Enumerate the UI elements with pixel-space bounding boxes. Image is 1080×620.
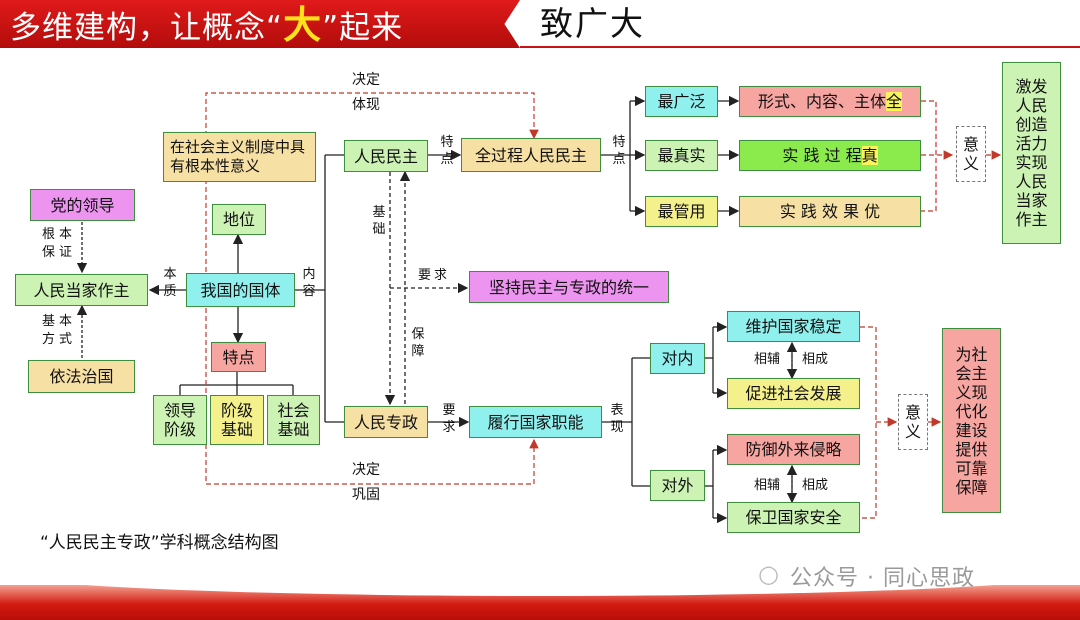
label-complement-b-right: 相成 — [802, 478, 829, 493]
node-significance-a: 意义 — [956, 126, 986, 182]
node-uphold-unity: 坚持民主与专政的统一 — [469, 271, 669, 303]
diagram-caption: “人民民主专政”学科概念结构图 — [40, 533, 279, 553]
watermark: 公众号 · 同心思政 — [790, 566, 975, 591]
label-feature-b: 特点 — [612, 135, 626, 167]
node-party-leadership: 党的领导 — [30, 189, 135, 221]
node-state-system: 我国的国体 — [186, 273, 295, 307]
label-fundamental-guarantee: 根本保证 — [42, 227, 77, 260]
label-complement-a-left: 相辅 — [754, 352, 781, 367]
label-complement-a-right: 相成 — [802, 352, 829, 367]
label-basis: 基础 — [372, 205, 386, 237]
node-significance-text-b: 为社会主义现代化建设提供可靠保障 — [942, 328, 1001, 513]
label-feature-a: 特点 — [440, 135, 454, 167]
label-decide-bottom: 决定 — [352, 462, 380, 478]
header-subtitle: 致广大 — [540, 4, 645, 43]
label-basic-method: 基本方式 — [42, 314, 77, 347]
node-defend-invasion: 防御外来侵略 — [727, 434, 860, 465]
node-people-masters: 人民当家作主 — [15, 274, 148, 306]
node-status: 地位 — [212, 204, 266, 235]
node-promote-development: 促进社会发展 — [727, 378, 860, 409]
node-social-basis: 社会基础 — [267, 395, 320, 445]
header-rule — [520, 46, 1080, 48]
node-features: 特点 — [211, 342, 266, 372]
node-significance-text-a: 激发人民创造活力实现人民当家作主 — [1002, 62, 1061, 244]
highlight-real: 真 — [861, 146, 878, 165]
label-complement-b-left: 相辅 — [754, 478, 781, 493]
label-guarantee: 保障 — [411, 327, 425, 359]
node-internal: 对内 — [650, 343, 705, 374]
label-manifest: 表现 — [610, 403, 624, 435]
node-form-content: 形式、内容、主体全 — [739, 86, 921, 117]
node-external: 对外 — [650, 470, 705, 501]
label-embody: 体现 — [352, 97, 380, 113]
node-significance-b: 意义 — [898, 394, 928, 450]
label-require-b: 要求 — [442, 403, 456, 435]
node-safeguard-security: 保卫国家安全 — [727, 502, 860, 533]
node-whole-process: 全过程人民民主 — [461, 138, 601, 172]
node-class-basis: 阶级基础 — [210, 395, 264, 445]
label-content: 内容 — [302, 267, 316, 299]
node-leading-class: 领导阶级 — [153, 395, 207, 445]
node-broadest: 最广泛 — [645, 86, 718, 117]
label-require-a: 要求 — [418, 268, 451, 283]
header-banner — [0, 0, 520, 48]
node-perform-functions: 履行国家职能 — [469, 406, 602, 438]
header-title: 多维建构，让概念“大”起来 — [10, 3, 404, 47]
header-title-highlight: 大 — [283, 3, 323, 47]
node-people-dictatorship: 人民专政 — [344, 406, 428, 438]
node-people-democracy: 人民民主 — [344, 140, 428, 172]
label-essence: 本质 — [163, 267, 177, 299]
label-consolidate: 巩固 — [352, 487, 380, 503]
highlight-all: 全 — [886, 92, 903, 111]
node-most-effective: 最管用 — [645, 196, 718, 227]
node-practice-process: 实 践 过 程 真 — [739, 140, 921, 171]
node-practice-effect: 实 践 效 果 优 — [739, 196, 921, 227]
node-most-real: 最真实 — [645, 140, 718, 171]
node-fundamental-significance: 在社会主义制度中具 有根本性意义 — [163, 132, 316, 182]
node-maintain-stability: 维护国家稳定 — [727, 311, 860, 342]
label-decide-top: 决定 — [352, 72, 380, 88]
node-rule-of-law: 依法治国 — [28, 360, 135, 393]
wechat-icon: ○ — [758, 560, 779, 588]
